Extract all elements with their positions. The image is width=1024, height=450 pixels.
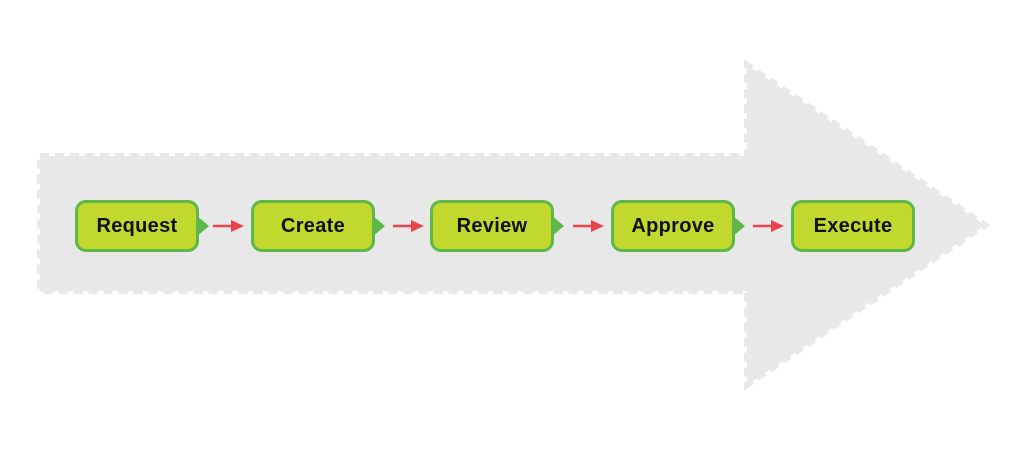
stage-label-execute: Execute — [813, 214, 893, 237]
stage-box-execute: Execute — [791, 200, 915, 252]
flow-arrow-icon — [753, 220, 784, 232]
flow-arrow-icon — [573, 220, 604, 232]
flow-arrow-icon — [393, 220, 424, 232]
stage-notch-icon — [732, 215, 745, 237]
flow-arrow-icon — [213, 220, 244, 232]
stage-notch-icon — [372, 215, 385, 237]
stage-label-review: Review — [456, 214, 528, 237]
stage-box-review: Review — [430, 200, 564, 252]
stage-label-create: Create — [280, 214, 346, 237]
stage-box-approve: Approve — [611, 200, 745, 252]
stage-notch-icon — [551, 215, 564, 237]
stage-notch-icon — [196, 215, 209, 237]
stage-box-request: Request — [75, 200, 209, 252]
stage-label-approve: Approve — [631, 214, 715, 237]
stage-box-create: Create — [251, 200, 385, 252]
stage-label-request: Request — [96, 214, 178, 237]
